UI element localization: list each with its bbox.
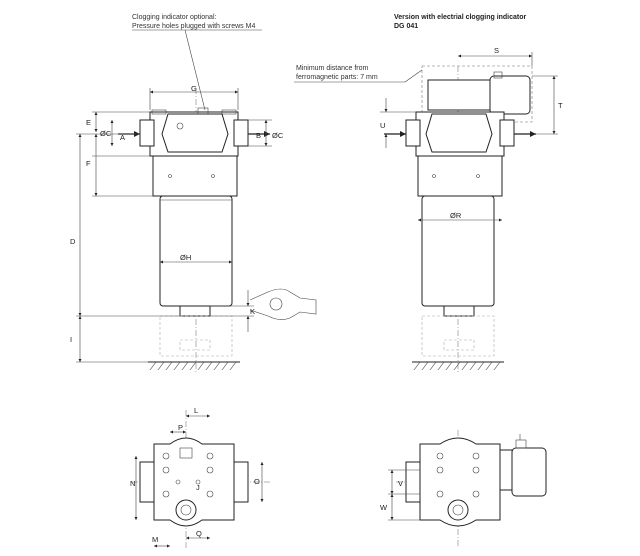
dim-W: W: [380, 503, 388, 512]
filter-neck: [152, 155, 238, 197]
dim-L: L: [194, 406, 198, 415]
dim-U: U: [380, 121, 385, 130]
dim-I: I: [70, 335, 72, 344]
clogging-leader: [184, 29, 206, 111]
left-top-view: [132, 410, 270, 548]
left-top-view-dimensions: L P N O J Q M: [130, 406, 264, 548]
dim-H: ØH: [180, 253, 191, 262]
filter-bowl: [159, 195, 233, 307]
clogging-note-line1: Clogging indicator optional:: [132, 14, 216, 21]
clogging-note-line2: Pressure holes plugged with screws M4: [132, 23, 255, 30]
right-dimensions: S T U ØR: [380, 46, 563, 222]
inlet-port: [139, 119, 155, 147]
dim-R: ØR: [450, 211, 462, 220]
right-top-view-dimensions: V W: [380, 469, 420, 521]
dim-G: G: [191, 84, 197, 93]
dim-D: D: [70, 237, 76, 246]
dim-A: A: [120, 133, 125, 142]
dim-V: V: [398, 479, 403, 488]
dim-C-left: ØC: [100, 129, 112, 138]
dim-O: O: [254, 477, 260, 486]
dim-J: J: [196, 483, 200, 492]
dim-S: S: [494, 46, 499, 55]
dim-K: K: [250, 307, 255, 316]
dim-N: N: [130, 479, 135, 488]
top-view-flange: [153, 437, 235, 527]
min-distance-leader: [404, 69, 423, 83]
version-title-line1: Version with electrial clogging indicato…: [394, 14, 527, 21]
dim-Q: Q: [196, 529, 202, 538]
right-filter-front-view: [384, 65, 536, 372]
outlet-port: [233, 119, 249, 147]
dim-F: F: [86, 159, 91, 168]
right-top-view: [396, 430, 547, 548]
hex-nut: [161, 113, 229, 153]
version-title-line2: DG 041: [394, 23, 418, 30]
dim-C-right: ØC: [272, 131, 284, 140]
dim-P: P: [178, 423, 183, 432]
min-distance-line1: Minimum distance from: [296, 65, 369, 72]
right-top-view-flange: [419, 437, 501, 527]
electrical-connector: [489, 75, 531, 115]
dim-T: T: [558, 101, 563, 110]
drain-plug: [179, 305, 211, 317]
right-top-view-connector: [511, 447, 547, 497]
dim-E: E: [86, 118, 91, 127]
dim-B: B: [256, 131, 261, 140]
left-filter-front-view: [118, 88, 317, 372]
min-distance-line2: ferromagnetic parts: 7 mm: [296, 74, 378, 81]
left-dimensions: G E ØC A B ØC F D I ØH K: [70, 84, 284, 363]
dim-M: M: [152, 535, 158, 544]
